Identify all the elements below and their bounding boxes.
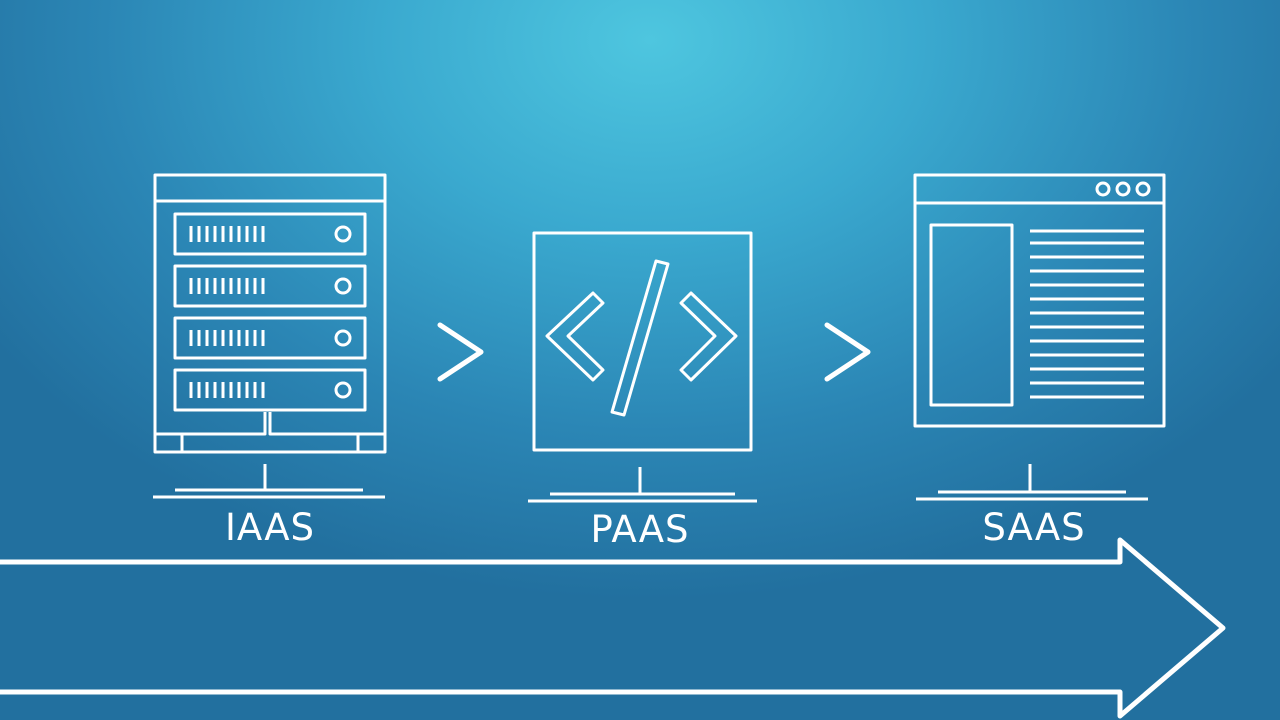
server-unit bbox=[173, 212, 367, 256]
chevron-right-icon bbox=[437, 322, 484, 382]
stage-label-saas: SAAS bbox=[982, 506, 1085, 549]
server-unit bbox=[173, 264, 367, 308]
timeline-arrow-icon bbox=[0, 537, 1226, 719]
stand-base bbox=[528, 467, 757, 503]
code-brackets-icon bbox=[532, 231, 753, 452]
browser-window-icon bbox=[913, 173, 1166, 428]
stage-label-paas: PAAS bbox=[590, 508, 689, 551]
stage-label-iaas: IAAS bbox=[225, 506, 315, 549]
server-unit bbox=[173, 316, 367, 360]
stand-base bbox=[916, 464, 1148, 501]
server-rack-icon bbox=[153, 173, 387, 454]
stand-base bbox=[153, 464, 385, 499]
server-unit bbox=[173, 368, 367, 412]
chevron-right-icon bbox=[824, 322, 871, 382]
